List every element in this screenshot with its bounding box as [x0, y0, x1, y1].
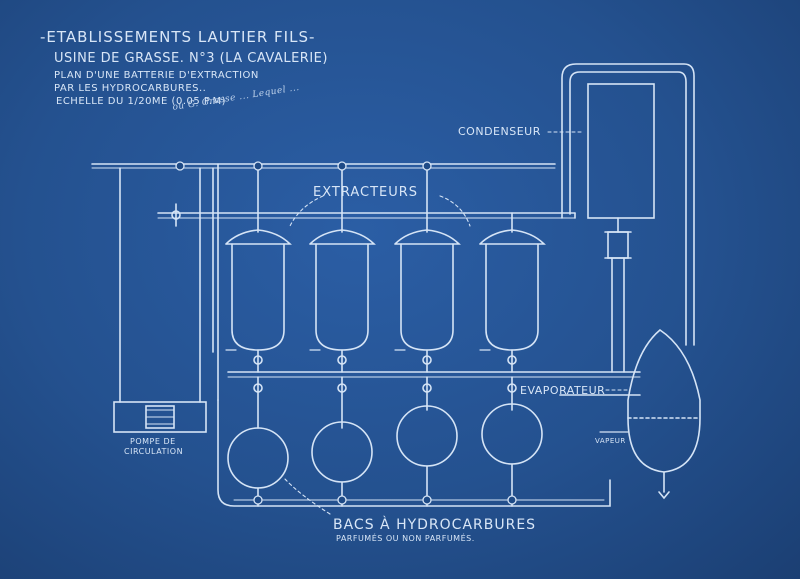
tanks-arrow [283, 477, 331, 515]
condenser-label: CONDENSEUR [458, 125, 541, 138]
company-name: -ETABLISSEMENTS LAUTIER FILS- [40, 28, 316, 46]
steam-label: VAPEUR [595, 437, 626, 445]
extractor-4 [479, 212, 546, 373]
factory-name: USINE DE GRASSE. N°3 (LA CAVALERIE) [54, 51, 328, 66]
tanks-sublabel: PARFUMÉS OU NON PARFUMÉS. [336, 534, 475, 543]
evaporator-label: EVAPORATEUR [520, 384, 606, 397]
tank-4 [481, 403, 543, 465]
pump-label-line1: POMPE DE [130, 437, 176, 446]
condenser-coil-inner [569, 71, 687, 346]
extractors-label: EXTRACTEURS [313, 185, 419, 200]
return-pipe [217, 399, 611, 507]
tank-3 [396, 405, 458, 467]
scale-note: ECHELLE DU 1/20ME (0.05 P.M) [56, 96, 227, 107]
extractor-3 [394, 163, 461, 373]
evaporator [627, 329, 701, 473]
extractors-arrow-left [289, 195, 324, 227]
extractor-2 [309, 163, 376, 373]
condenser [587, 83, 655, 219]
circulation-pump [113, 401, 207, 433]
condenser-outlet-valve [607, 231, 629, 259]
extractors-arrow-right [439, 195, 471, 227]
tank-2 [311, 421, 373, 483]
tanks-label: BACS À HYDROCARBURES [333, 517, 537, 533]
pump-label-line2: CIRCULATION [124, 447, 184, 456]
tank-1 [227, 427, 289, 489]
extractor-1 [225, 163, 292, 373]
plan-title-line2: PAR LES HYDROCARBURES.. [54, 83, 207, 94]
condenser-coil-outer [561, 63, 695, 346]
plan-title-line1: PLAN D'UNE BATTERIE D'EXTRACTION [54, 70, 259, 81]
